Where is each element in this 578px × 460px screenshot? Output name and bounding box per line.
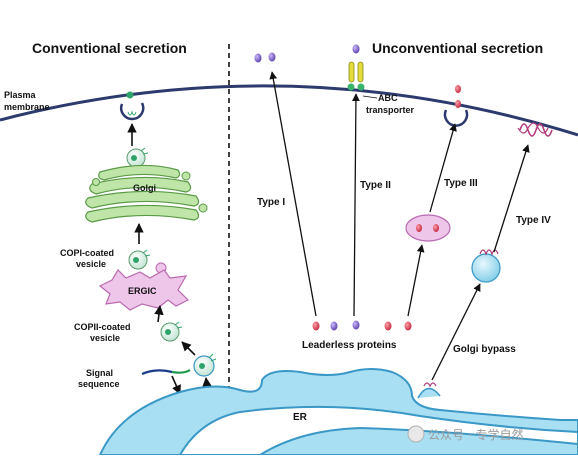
type3-vesicle <box>405 214 451 242</box>
plasma-membrane-label-1: Plasma <box>4 90 37 100</box>
fusing-vesicle-conventional <box>120 91 145 121</box>
type3-arrow <box>429 123 457 213</box>
watermark: 公众号 · 专学自然 <box>407 425 523 443</box>
watermark-text: 公众号 · 专学自然 <box>428 427 523 442</box>
abc-label-2: transporter <box>366 105 415 115</box>
conventional-title: Conventional secretion <box>32 40 187 56</box>
wechat-icon <box>407 425 425 443</box>
ergic: ERGIC <box>98 269 190 311</box>
abc-label-1: ABC <box>378 93 398 103</box>
type1-arrow <box>269 71 317 317</box>
signal-peptide <box>141 369 173 376</box>
ergic-label: ERGIC <box>128 286 157 296</box>
golgi-exit-vesicle <box>126 147 149 168</box>
type1-label: Type I <box>257 197 285 208</box>
plasma-membrane <box>0 84 578 137</box>
endoplasmic-reticulum: ER <box>98 368 578 456</box>
golgi-bypass-label: Golgi bypass <box>453 344 516 355</box>
plasma-membrane-label-2: membrane <box>4 102 50 112</box>
type4-label: Type IV <box>516 215 551 226</box>
copii-label-1: COPII-coated <box>74 322 131 332</box>
copii-vesicle <box>160 321 183 342</box>
leaderless-proteins <box>312 320 412 331</box>
signal-label-1: Signal <box>86 368 113 378</box>
type4-vesicle <box>471 249 501 283</box>
type4-arrow <box>493 144 530 253</box>
type3-label: Type III <box>444 178 478 189</box>
leaderless-label: Leaderless proteins <box>302 340 397 351</box>
golgi-bypass-bud <box>417 382 441 399</box>
golgi-apparatus: Golgi <box>85 164 208 223</box>
copi-vesicle <box>128 249 151 270</box>
copi-label-1: COPI-coated <box>60 248 114 258</box>
copii-label-2: vesicle <box>90 333 120 343</box>
signal-label-2: sequence <box>78 379 120 389</box>
type2-label: Type II <box>360 180 391 191</box>
golgi-label: Golgi <box>133 183 156 193</box>
type2-arrow <box>352 93 360 317</box>
type1-proteins <box>254 52 276 63</box>
er-label: ER <box>293 412 308 423</box>
er-budding-vesicle <box>193 353 217 377</box>
unconventional-title: Unconventional secretion <box>372 40 543 56</box>
abc-transporter <box>347 44 365 91</box>
type4-membrane-protein <box>517 122 553 137</box>
copi-label-2: vesicle <box>76 259 106 269</box>
